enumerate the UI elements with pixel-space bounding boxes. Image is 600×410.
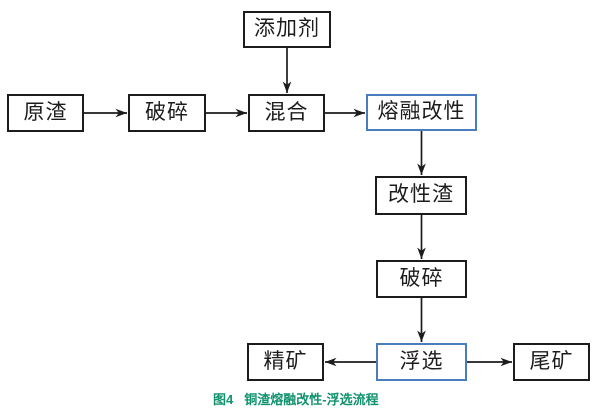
node-posui-2: 破碎 [376,260,467,298]
node-hunhe-label: 混合 [264,99,309,124]
node-gaixingzha-label: 改性渣 [388,182,454,206]
node-weikuang: 尾矿 [513,343,590,381]
figure-caption-title: 铜渣熔融改性-浮选流程 [244,392,379,407]
node-fuxuan-label: 浮选 [399,348,444,373]
node-tianjiaji: 添加剂 [243,11,331,48]
node-posui-1: 破碎 [128,94,206,132]
node-fuxuan: 浮选 [376,343,467,381]
node-yuanzha: 原渣 [7,94,84,132]
node-posui-2-label: 破碎 [399,265,444,290]
node-rongrong-gaixing-label: 熔融改性 [377,99,466,123]
node-jingkuang-label: 精矿 [263,348,308,373]
node-jingkuang: 精矿 [247,343,324,381]
node-tianjiaji-label: 添加剂 [254,16,320,40]
node-rongrong-gaixing: 熔融改性 [366,94,477,131]
node-weikuang-label: 尾矿 [529,348,574,373]
node-gaixingzha: 改性渣 [375,176,467,215]
figure-caption: 图4 铜渣熔融改性-浮选流程 [213,392,379,407]
node-posui-1-label: 破碎 [145,99,189,124]
node-yuanzha-label: 原渣 [23,99,68,124]
node-hunhe: 混合 [248,94,325,132]
figure-caption-number: 图4 [213,392,234,407]
